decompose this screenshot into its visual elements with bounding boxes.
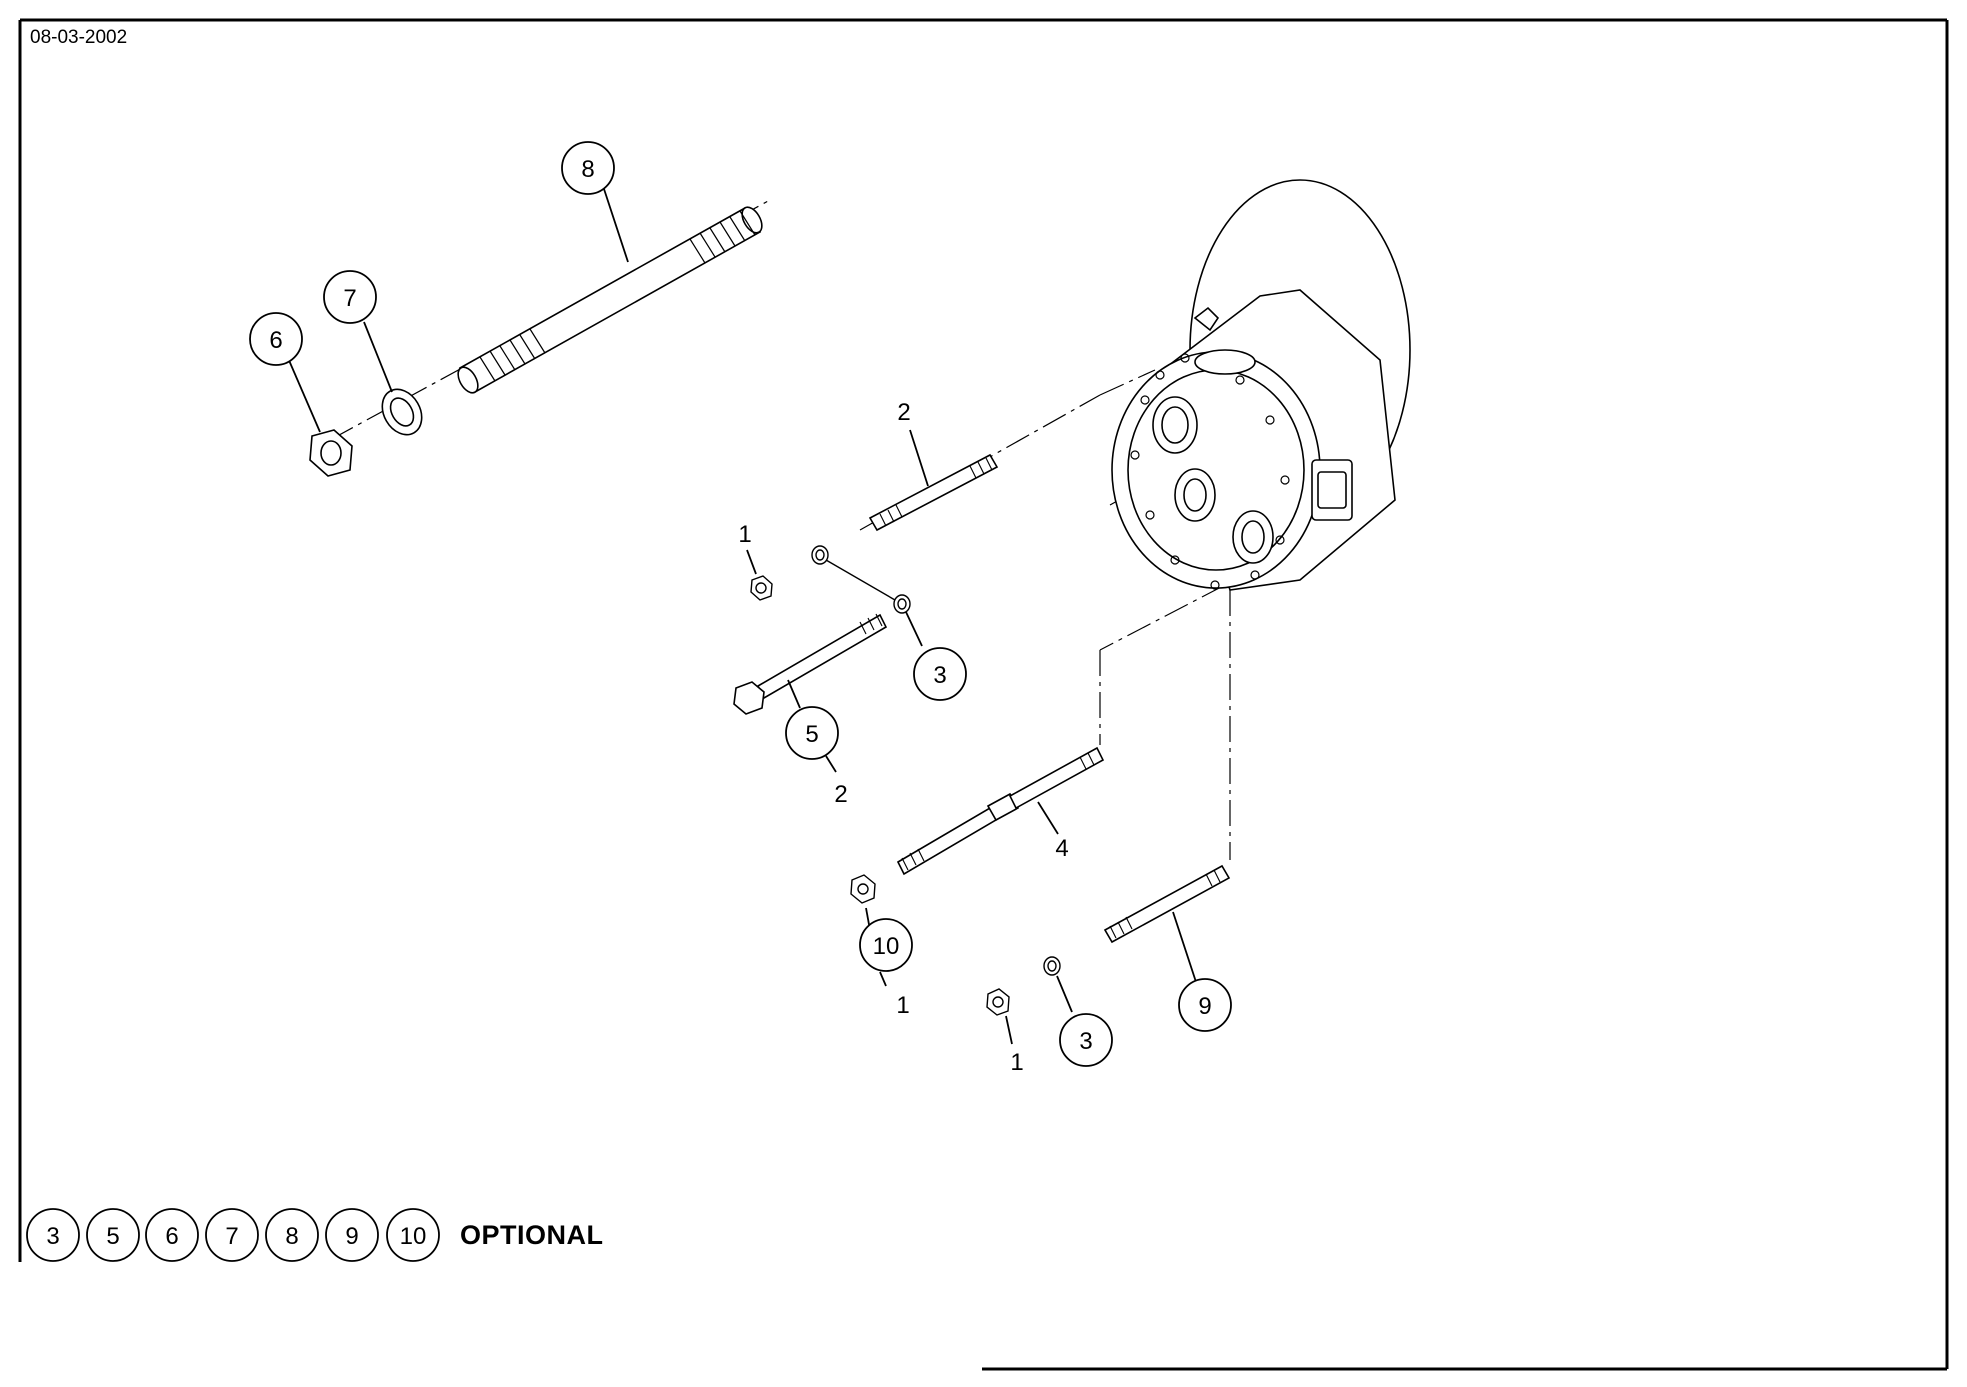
callout-10: 10	[859, 918, 913, 972]
callout-3-mid: 3	[913, 647, 967, 701]
part-2-stud	[868, 453, 999, 532]
svg-text:7: 7	[343, 285, 356, 312]
part-9-stud	[1103, 864, 1231, 944]
label-1-mid: 1	[896, 992, 909, 1019]
legend-optional-items: 3 5 6 7 8 9 10	[26, 1208, 440, 1262]
callout-8: 8	[561, 141, 615, 195]
legend-item-3: 3	[26, 1208, 80, 1262]
leader-lines	[287, 188, 1197, 1045]
svg-text:8: 8	[285, 1223, 298, 1250]
label-2-top: 2	[897, 399, 910, 426]
callout-3-low: 3	[1059, 1013, 1113, 1067]
plain-labels: 2 1 2 4 1 1	[738, 399, 1068, 1076]
svg-text:3: 3	[46, 1223, 59, 1250]
callout-5: 5	[785, 706, 839, 760]
svg-text:6: 6	[165, 1223, 178, 1250]
callout-7: 7	[323, 270, 377, 324]
part-4-stepped-stud	[896, 746, 1105, 876]
optional-label: OPTIONAL	[460, 1220, 604, 1250]
svg-text:6: 6	[269, 327, 282, 354]
svg-text:10: 10	[400, 1223, 427, 1250]
sheet-date: 08-03-2002	[30, 27, 128, 48]
label-4: 4	[1055, 835, 1068, 862]
part-10-nut	[850, 874, 876, 904]
svg-text:5: 5	[106, 1223, 119, 1250]
label-1-low: 1	[1010, 1049, 1023, 1076]
svg-text:7: 7	[225, 1223, 238, 1250]
svg-text:10: 10	[873, 933, 900, 960]
part-5-hex-bolt	[733, 613, 888, 715]
svg-text:8: 8	[581, 156, 594, 183]
legend-item-8: 8	[265, 1208, 319, 1262]
svg-text:3: 3	[1079, 1028, 1092, 1055]
svg-text:9: 9	[345, 1223, 358, 1250]
svg-text:5: 5	[805, 721, 818, 748]
svg-text:9: 9	[1198, 993, 1211, 1020]
label-2-low: 2	[834, 781, 847, 808]
legend-item-9: 9	[325, 1208, 379, 1262]
part-1-nut-low	[986, 988, 1010, 1016]
legend-item-10: 10	[386, 1208, 440, 1262]
callout-6: 6	[249, 312, 303, 366]
legend-item-6: 6	[145, 1208, 199, 1262]
part-3-washers-mid	[811, 545, 911, 614]
sheet-frame	[18, 18, 1949, 1371]
part-8-long-stud	[457, 206, 763, 394]
svg-text:3: 3	[933, 662, 946, 689]
part-7-washer	[381, 388, 423, 436]
callout-9: 9	[1178, 978, 1232, 1032]
part-6-hex-nut	[309, 429, 353, 477]
label-1-top: 1	[738, 521, 751, 548]
legend-item-5: 5	[86, 1208, 140, 1262]
housing-assembly	[1111, 179, 1411, 591]
legend-item-7: 7	[205, 1208, 259, 1262]
part-3-washer-low	[1043, 956, 1061, 976]
part-1-nut-top	[750, 575, 773, 601]
